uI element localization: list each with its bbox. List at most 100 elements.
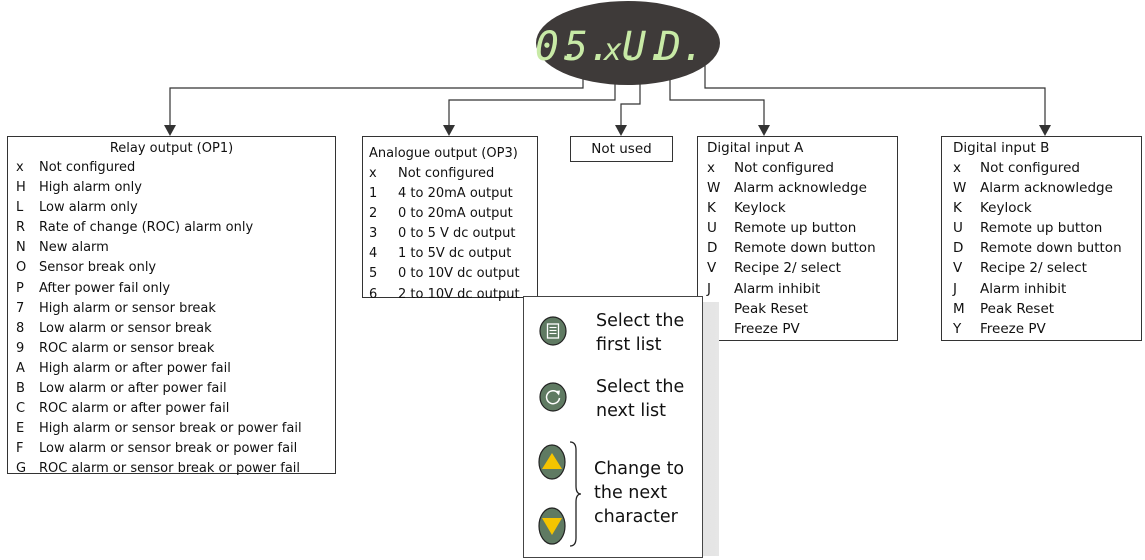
analogue-option-item: 6 2 to 10V dc output: [369, 285, 537, 305]
analogue-option-item-label: 4 to 20mA output: [398, 186, 513, 202]
digital-b-option-item-label: Freeze PV: [980, 320, 1046, 337]
up-button[interactable]: [537, 444, 567, 480]
relay-option-item: P After power fail only: [16, 279, 335, 299]
digital-b-option-item-label: Not configured: [980, 160, 1080, 176]
digital-b-option-item-code: Y: [953, 320, 962, 337]
digital-b-option-item-code: V: [953, 260, 963, 277]
display-char: 0.: [535, 24, 583, 70]
relay-option-item-label: Not configured: [39, 160, 136, 175]
relay-option-item: L Low alarm only: [16, 198, 335, 218]
relay-option-item-code: A: [16, 360, 25, 376]
analogue-option-item-code: 5: [369, 266, 378, 282]
relay-option-item-label: Low alarm only: [39, 200, 138, 216]
relay-option-item-code: O: [16, 260, 27, 276]
digital-a-option-item-label: Remote down button: [734, 240, 876, 257]
down-button[interactable]: [537, 507, 567, 545]
select-first-line-2: first list: [596, 335, 662, 355]
relay-option-item-label: After power fail only: [39, 280, 171, 296]
analogue-output-title: Analogue output (OP3): [369, 146, 518, 161]
digital-b-option-item-code: x: [953, 160, 961, 176]
digital-b-option-item-label: Keylock: [980, 200, 1032, 217]
display-char: 5.: [564, 24, 612, 70]
analogue-option-item-label: 2 to 10V dc output: [398, 286, 520, 302]
digital-b-option-item: U Remote up button: [953, 218, 1141, 238]
arrowhead-digital-b: [1039, 125, 1051, 136]
relay-option-item: O Sensor break only: [16, 258, 335, 278]
connector-relay: [169, 62, 584, 128]
brace-icon: [569, 441, 582, 547]
relay-option-item-code: P: [16, 280, 24, 296]
down-arrow-icon: [542, 518, 562, 535]
relay-option-item-code: E: [16, 421, 25, 437]
relay-option-item-label: ROC alarm or after power fail: [39, 401, 230, 417]
relay-option-item-label: High alarm only: [39, 180, 142, 196]
analogue-option-item-label: Not configured: [398, 166, 495, 181]
relay-option-item-code: x: [16, 160, 24, 175]
analogue-option-item-label: 0 to 20mA output: [398, 206, 513, 222]
relay-option-item: 8 Low alarm or sensor break: [16, 319, 335, 339]
relay-option-item-label: Low alarm or sensor break: [39, 320, 212, 336]
digital-a-option-item-label: Freeze PV: [734, 320, 800, 337]
analogue-output-box: Analogue output (OP3) x Not configured 1 4 …: [362, 136, 538, 302]
relay-option-item: F Low alarm or sensor break or power fail: [16, 439, 335, 459]
not-used-label: Not used: [591, 141, 652, 157]
digital-b-option-item: x Not configured: [953, 158, 1141, 178]
digital-b-option-item: Y Freeze PV: [953, 319, 1141, 339]
select-next-line-2: next list: [596, 401, 667, 421]
relay-output-title: Relay output (OP1): [109, 141, 234, 156]
digital-b-option-item-code: U: [953, 220, 963, 237]
select-next-line-1: Select the: [596, 377, 685, 397]
scroll-button[interactable]: [538, 382, 568, 412]
relay-option-item-code: N: [16, 240, 26, 256]
digital-a-option-item-label: Remote up button: [734, 220, 857, 237]
connector-digital-b: [704, 62, 1046, 128]
digital-a-option-item-label: Alarm inhibit: [734, 280, 821, 297]
arrowhead-digital-a: [758, 125, 770, 136]
page-button[interactable]: [538, 316, 568, 346]
analogue-option-item-code: 6: [369, 286, 378, 302]
digital-input-a-title: Digital input A: [707, 140, 804, 156]
keys-panel: Select the first list Select the next li…: [523, 296, 703, 558]
analogue-option-item-code: x: [369, 166, 377, 181]
digital-b-option-item-label: Remote up button: [980, 220, 1103, 237]
relay-option-item-code: C: [16, 401, 26, 417]
connector-digital-a: [669, 62, 765, 128]
relay-option-item-code: F: [16, 441, 24, 457]
relay-option-item-code: L: [16, 200, 24, 216]
digital-b-option-item-label: Remote down button: [980, 240, 1122, 257]
digital-a-option-item-code: W: [707, 180, 721, 197]
digital-a-option-item-label: Peak Reset: [734, 300, 809, 317]
relay-option-item-code: B: [16, 381, 25, 397]
analogue-option-item-code: 1: [369, 186, 378, 202]
arrowhead-relay: [164, 125, 176, 136]
relay-option-item-label: Sensor break only: [39, 260, 157, 276]
relay-option-item-code: 9: [16, 340, 25, 356]
page-icon: [546, 323, 560, 339]
display-readout: 0.5.x.U.D.: [535, 24, 705, 70]
relay-option-item-label: Low alarm or sensor break or power fail: [39, 441, 298, 457]
digital-a-option-item-label: Alarm acknowledge: [734, 180, 867, 197]
cycle-arrow-icon: [545, 389, 561, 405]
analogue-option-item-code: 3: [369, 226, 378, 242]
change-char-text: Change to the next character: [594, 457, 684, 529]
change-char-line-2: the next: [594, 483, 668, 503]
digital-a-option-item-label: Keylock: [734, 200, 786, 217]
digital-b-option-item-label: Alarm acknowledge: [980, 180, 1113, 197]
relay-option-item-code: 8: [16, 320, 25, 336]
display-char: U.: [622, 24, 670, 70]
up-arrow-icon: [542, 453, 562, 469]
